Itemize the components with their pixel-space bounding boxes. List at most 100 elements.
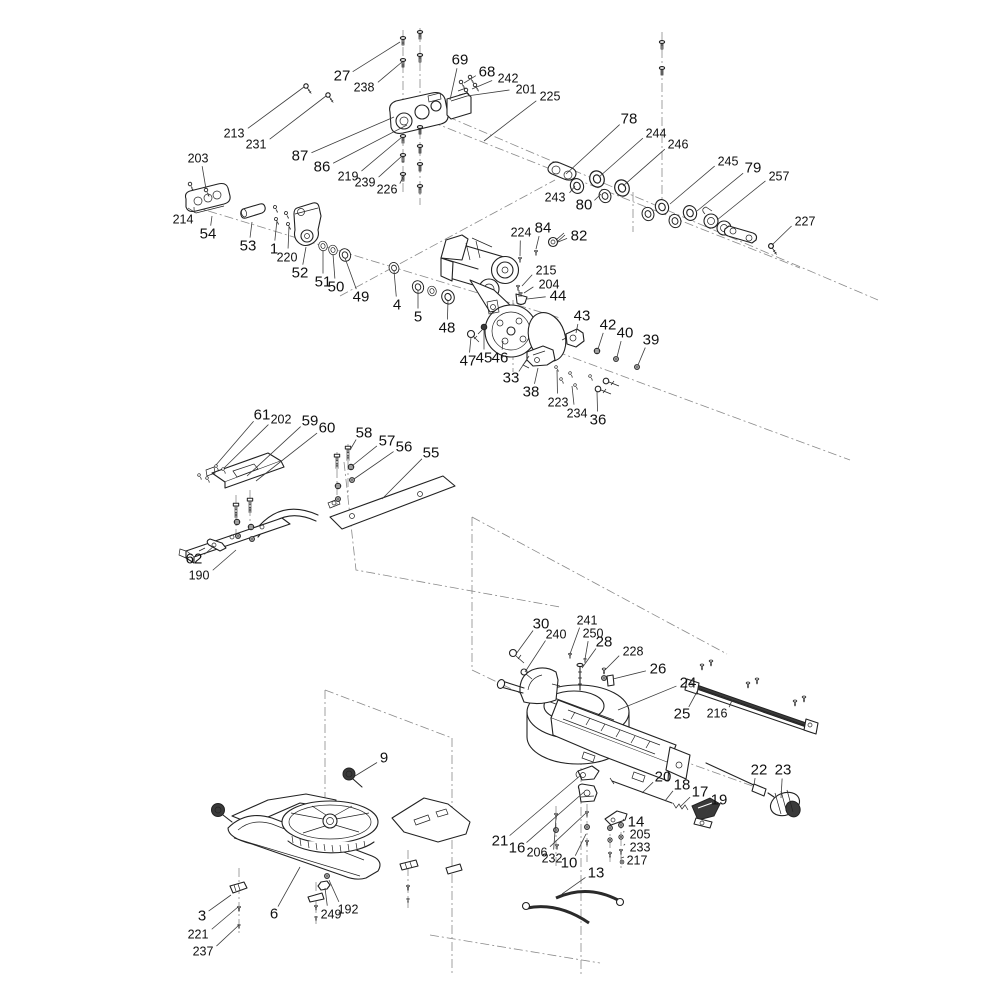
leader-line-234 [571, 385, 575, 405]
part-label-21: 21 [492, 833, 509, 850]
leader-line-204 [523, 286, 534, 294]
part-label-190: 190 [189, 569, 210, 583]
leader-line-202 [223, 424, 269, 469]
leader-line-6 [277, 866, 301, 907]
part-label-53: 53 [240, 238, 257, 255]
part-label-238: 238 [354, 81, 375, 95]
part-label-239: 239 [355, 176, 376, 190]
part-label-48: 48 [439, 320, 456, 337]
spacer-sleeve [606, 674, 615, 687]
leader-line-55 [381, 458, 423, 500]
part-label-28: 28 [596, 634, 613, 651]
part-label-19: 19 [711, 792, 728, 809]
leader-line-78 [565, 124, 620, 175]
part-label-26: 26 [650, 661, 667, 678]
leader-line-80 [594, 193, 602, 201]
leader-line-24 [617, 685, 677, 711]
ring-spring-lower [526, 905, 590, 925]
leader-line-4 [393, 270, 397, 297]
part-label-231: 231 [246, 138, 267, 152]
miter-handle-stub [500, 680, 525, 694]
leader-line-86 [332, 124, 408, 164]
rear-right-foot [391, 797, 471, 843]
leader-line-228 [605, 655, 620, 670]
part-label-241: 241 [577, 614, 598, 628]
part-label-246: 246 [668, 138, 689, 152]
part-label-192: 192 [338, 903, 359, 917]
leader-line-25 [688, 687, 700, 708]
lock-knob-left [211, 803, 225, 817]
leader-line-62 [204, 545, 215, 555]
leader-line-52 [302, 246, 307, 265]
part-label-51: 51 [315, 274, 332, 291]
part-label-215: 215 [536, 264, 557, 278]
top-lock-assembly [302, 30, 666, 194]
holder-bracket [577, 783, 598, 803]
leader-line-9 [354, 762, 378, 777]
part-label-201: 201 [516, 83, 537, 97]
part-label-33: 33 [503, 370, 520, 387]
part-label-52: 52 [292, 265, 309, 282]
part-label-242: 242 [498, 72, 519, 86]
leader-line-217 [620, 856, 625, 859]
part-label-227: 227 [795, 215, 816, 229]
part-label-224: 224 [511, 226, 532, 240]
leader-line-240 [524, 640, 546, 673]
part-label-49: 49 [353, 289, 370, 306]
leader-line-16 [526, 791, 585, 843]
part-label-221: 221 [188, 928, 209, 942]
leader-line-28 [581, 648, 597, 669]
leader-line-245 [669, 165, 715, 205]
leader-line-50 [332, 253, 336, 279]
leader-line-46 [501, 340, 504, 350]
part-label-18: 18 [674, 777, 691, 794]
part-label-243: 243 [545, 191, 566, 205]
leader-line-244 [598, 137, 644, 178]
part-label-61: 61 [254, 407, 271, 424]
fence-plate [329, 475, 456, 530]
part-label-42: 42 [600, 317, 617, 334]
leader-line-249 [324, 887, 328, 906]
part-label-59: 59 [302, 413, 319, 430]
leader-line-68 [463, 75, 477, 84]
leader-line-59 [246, 426, 301, 477]
leader-line-233 [623, 843, 626, 846]
lock-knob [342, 767, 356, 781]
leader-line-87 [311, 116, 395, 154]
leader-line-231 [269, 95, 327, 140]
clip-bracket [206, 538, 227, 552]
part-label-39: 39 [643, 332, 660, 349]
part-label-9: 9 [380, 750, 388, 767]
leader-line-26 [612, 670, 646, 680]
part-label-216: 216 [707, 707, 728, 721]
gear-housing-assembly [440, 232, 640, 395]
leader-line-192 [328, 879, 340, 903]
part-label-86: 86 [314, 159, 331, 176]
leader-line-21 [509, 774, 582, 836]
leader-line-226 [399, 174, 405, 184]
part-label-84: 84 [535, 220, 552, 237]
part-label-43: 43 [574, 308, 591, 325]
part-label-240: 240 [546, 628, 567, 642]
latch [577, 765, 600, 781]
leader-line-30 [515, 630, 534, 655]
leader-line-227 [771, 225, 792, 246]
part-label-214: 214 [173, 213, 194, 227]
leader-line-239 [378, 155, 403, 178]
part-label-232: 232 [542, 852, 563, 866]
leader-line-13 [561, 877, 586, 895]
pivot-pin [240, 203, 266, 219]
leader-line-242 [471, 80, 493, 90]
depth-rod [611, 780, 673, 804]
leader-line-42 [597, 332, 604, 350]
leader-line-219 [361, 136, 403, 172]
part-label-47: 47 [460, 353, 477, 370]
leader-line-61 [215, 420, 254, 466]
part-label-228: 228 [623, 645, 644, 659]
leader-line-238 [377, 61, 403, 83]
part-label-40: 40 [617, 325, 634, 342]
leader-line-33 [518, 355, 530, 372]
leader-line-241 [569, 627, 580, 655]
leader-line-27 [352, 41, 401, 73]
